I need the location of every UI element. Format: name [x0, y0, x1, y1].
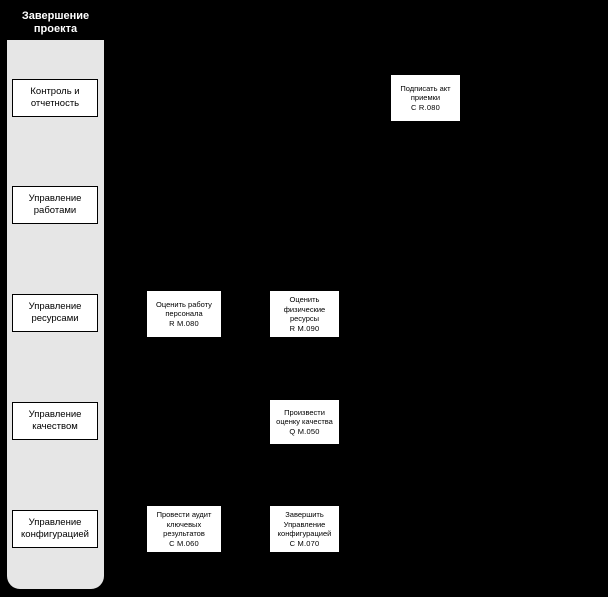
activity-line1: Завершить	[285, 510, 324, 519]
activity-line1: Оценить	[289, 295, 320, 304]
activity-line1: Провести аудит	[156, 510, 212, 519]
discipline-label-line1: Контроль и	[30, 86, 80, 97]
activity-box-rm080[interactable]: Оценить работу персонала R M.080	[146, 290, 222, 338]
discipline-box-work-management[interactable]: Управление работами	[12, 186, 98, 224]
discipline-box-control-reporting[interactable]: Контроль и отчетность	[12, 79, 98, 117]
activity-line2: персонала	[165, 309, 203, 319]
activity-box-cm070[interactable]: Завершить Управление конфигурацией C M.0…	[269, 505, 340, 553]
discipline-label-line1: Управление	[28, 301, 82, 312]
phase-title: Завершение проекта	[7, 5, 104, 40]
activity-line3: результатов	[163, 529, 205, 538]
phase-title-line2: проекта	[33, 22, 78, 35]
discipline-label-line2: качеством	[32, 421, 78, 432]
activity-code: C M.070	[289, 538, 320, 548]
activity-box-cm060[interactable]: Провести аудит ключевых результатов C M.…	[146, 505, 222, 553]
activity-line2: приемки	[410, 93, 441, 103]
discipline-label-line2: конфигурацией	[21, 529, 89, 540]
phase-title-line1: Завершение	[21, 9, 90, 22]
discipline-label-line2: отчетность	[30, 98, 80, 109]
activity-code: C M.060	[169, 538, 199, 548]
activity-line1: Подписать акт	[400, 83, 451, 93]
activity-box-cr080[interactable]: Подписать акт приемки C R.080	[390, 74, 461, 122]
activity-code: C R.080	[411, 102, 440, 112]
activity-box-rm090[interactable]: Оценить физические ресурсы R M.090	[269, 290, 340, 338]
discipline-label-line1: Управление	[28, 193, 82, 204]
activity-line2: ключевых	[166, 519, 202, 529]
activity-line3: конфигурацией	[277, 529, 332, 538]
discipline-box-quality-management[interactable]: Управление качеством	[12, 402, 98, 440]
activity-box-qm050[interactable]: Произвести оценку качества Q M.050	[269, 399, 340, 445]
activity-code: Q M.050	[289, 426, 320, 436]
activity-line3: ресурсы	[289, 314, 320, 323]
discipline-box-resource-management[interactable]: Управление ресурсами	[12, 294, 98, 332]
activity-line1: Произвести	[284, 407, 325, 417]
activity-line2: Управление	[283, 519, 326, 529]
activity-code: R M.090	[289, 323, 320, 333]
discipline-label-line2: работами	[33, 205, 77, 216]
discipline-box-configuration-management[interactable]: Управление конфигурацией	[12, 510, 98, 548]
activity-line2: оценку качества	[276, 417, 333, 427]
activity-code: R M.080	[169, 318, 199, 328]
discipline-label-line2: ресурсами	[31, 313, 79, 324]
activity-line1: Оценить работу	[156, 299, 212, 309]
discipline-label-line1: Управление	[28, 409, 82, 420]
activity-line2: физические	[283, 304, 326, 314]
discipline-label-line1: Управление	[28, 517, 82, 528]
